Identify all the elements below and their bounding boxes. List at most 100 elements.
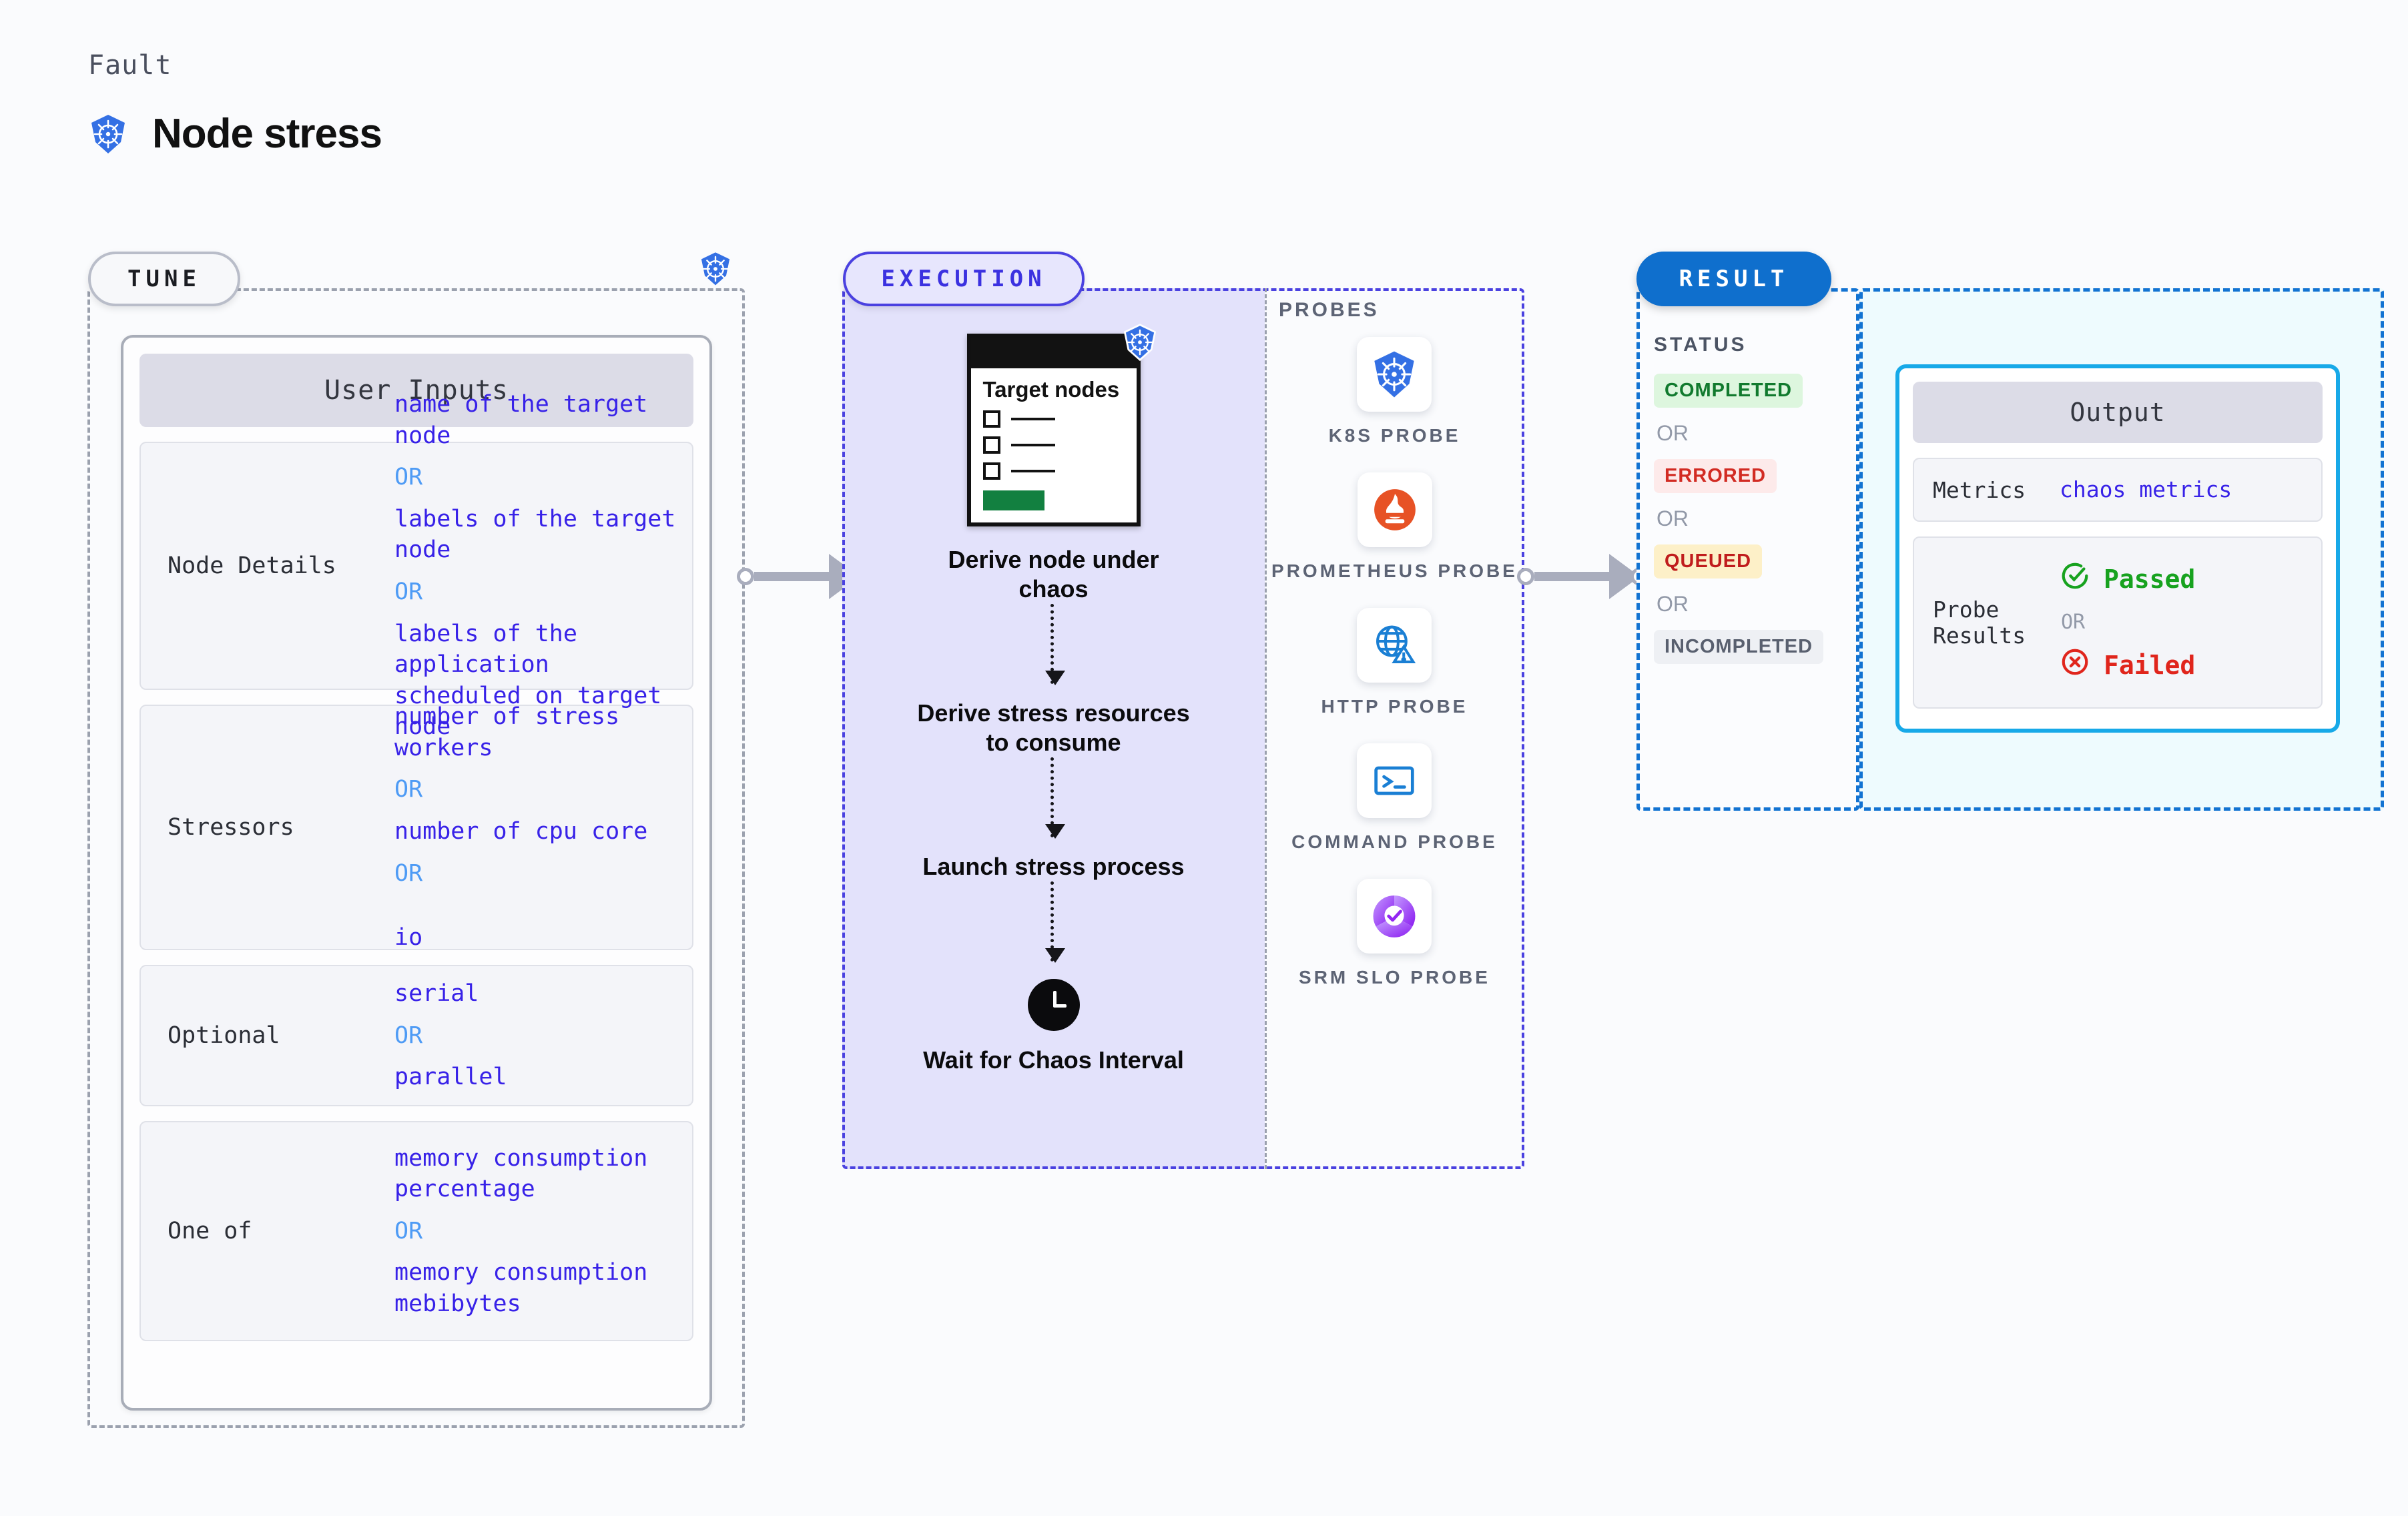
probes-title: PROBES: [1279, 299, 1380, 321]
probe-item-http[interactable]: HTTP PROBE: [1321, 608, 1468, 718]
probe-item-prometheus[interactable]: PROMETHEUS PROBE: [1271, 472, 1518, 583]
execution-flow: Target nodes Derive node under chaos Der…: [842, 324, 1265, 1075]
terminal-icon: [1357, 743, 1432, 818]
line-icon: [1010, 418, 1055, 421]
param-row-stressors: Stressors number of stress workers OR nu…: [139, 703, 693, 951]
probe-result-passed: Passed: [2060, 560, 2309, 599]
execution-pill[interactable]: EXECUTION: [843, 252, 1085, 306]
connector-line: [754, 572, 829, 581]
param-separator: OR: [394, 579, 423, 605]
globe-alert-icon: [1357, 608, 1432, 683]
connector-execution-result: [1517, 554, 1648, 599]
param-value: number of cpu core: [394, 818, 648, 845]
param-values: chaos metrics: [2060, 475, 2309, 504]
kubernetes-icon: [1121, 323, 1159, 365]
flow-arrow: [1045, 881, 1065, 963]
clock-icon: [1027, 978, 1080, 1031]
param-values: name of the target node OR labels of the…: [394, 389, 677, 742]
probe-label: K8S PROBE: [1328, 425, 1461, 446]
output-header: Output: [1913, 382, 2323, 443]
param-key: Stressors: [168, 814, 294, 841]
tune-kubernetes-icon: [696, 250, 735, 292]
tune-panel: [87, 288, 745, 1428]
flow-arrow: [1045, 757, 1065, 839]
probe-label: COMMAND PROBE: [1291, 831, 1498, 852]
card-body: Target nodes: [971, 368, 1137, 522]
param-value: chaos metrics: [2060, 476, 2232, 503]
param-separator: OR: [394, 776, 423, 803]
flow-step-label: Wait for Chaos Interval: [923, 1046, 1184, 1074]
status-separator: OR: [1657, 506, 1689, 530]
probe-label: HTTP PROBE: [1321, 696, 1468, 717]
param-separator: OR: [394, 859, 423, 887]
checkbox-icon: [982, 410, 1000, 428]
status-separator: OR: [1657, 592, 1689, 616]
prometheus-icon: [1357, 472, 1432, 547]
param-value: io: [394, 924, 423, 952]
connector-start-dot: [737, 568, 754, 585]
user-inputs-header: User Inputs: [139, 354, 693, 427]
output-row-metrics: Metrics chaos metrics: [1913, 458, 2323, 522]
status-separator: OR: [1657, 421, 1689, 445]
param-value: memory consumption percentage: [394, 1144, 648, 1203]
list-item: [982, 410, 1125, 428]
probe-result-label: Failed: [2104, 651, 2196, 681]
line-icon: [1010, 470, 1055, 473]
output-card: Output Metrics chaos metrics Probe Resul…: [1895, 364, 2340, 733]
probe-label: PROMETHEUS PROBE: [1271, 560, 1518, 581]
kubernetes-icon: [87, 113, 129, 155]
param-separator: OR: [394, 1217, 423, 1244]
probe-label: SRM SLO PROBE: [1299, 967, 1490, 988]
target-nodes-title: Target nodes: [982, 377, 1120, 402]
connector-line: [1534, 572, 1609, 581]
kubernetes-icon: [1357, 337, 1432, 412]
list-item: [982, 462, 1125, 480]
param-values: serial OR parallel: [394, 978, 677, 1093]
param-key: Node Details: [168, 552, 336, 579]
status-list: STATUS COMPLETED OR ERRORED OR QUEUED OR…: [1654, 334, 1854, 664]
param-value: parallel: [394, 1064, 507, 1091]
spacer: [394, 899, 677, 922]
fault-kicker: Fault: [88, 50, 172, 81]
probe-list: K8S PROBE PROMETHEUS PROBE HTTP PROBE: [1265, 337, 1524, 989]
param-value: number of stress workers: [394, 703, 620, 761]
page-title: Node stress: [152, 111, 382, 157]
result-pill[interactable]: RESULT: [1636, 252, 1831, 306]
param-separator: OR: [394, 464, 423, 491]
param-value: labels of the target node: [394, 505, 676, 564]
param-row-node-details: Node Details name of the target node OR …: [139, 391, 693, 740]
param-values: memory consumption percentage OR memory …: [394, 1143, 677, 1320]
probe-result-failed: Failed: [2060, 647, 2309, 685]
flow-step-label: Derive node under chaos: [948, 546, 1159, 603]
param-key: Metrics: [1933, 476, 2026, 503]
probes-divider: [1265, 288, 1267, 1169]
probe-item-srm-slo[interactable]: SRM SLO PROBE: [1299, 879, 1490, 989]
check-circle-icon: [2060, 560, 2090, 599]
flow-arrow: [1045, 604, 1065, 686]
param-row-optional: Optional serial OR parallel: [139, 965, 693, 1106]
srm-slo-icon: [1357, 879, 1432, 954]
param-key: Probe Results: [1933, 597, 2026, 649]
output-row-probe-results: Probe Results Passed OR Failed: [1913, 536, 2323, 709]
probe-item-command[interactable]: COMMAND PROBE: [1291, 743, 1498, 853]
checkbox-icon: [982, 436, 1000, 454]
param-value: name of the target node: [394, 391, 648, 449]
x-circle-icon: [2060, 647, 2090, 685]
param-values: Passed OR Failed: [2060, 560, 2309, 685]
progress-bar: [982, 490, 1044, 511]
probe-result-label: Passed: [2104, 564, 2196, 595]
execution-panel: [842, 288, 1524, 1169]
param-key: One of: [168, 1218, 252, 1244]
param-value: serial: [394, 980, 479, 1008]
tune-pill[interactable]: TUNE: [88, 252, 240, 306]
param-key: Optional: [168, 1022, 280, 1049]
connector-start-dot: [1517, 568, 1534, 585]
param-value: memory consumption mebibytes: [394, 1259, 648, 1317]
probe-item-k8s[interactable]: K8S PROBE: [1329, 337, 1461, 447]
user-inputs-card: User Inputs Node Details name of the tar…: [121, 335, 712, 1411]
list-item: [982, 436, 1125, 454]
probe-result-separator: OR: [2061, 611, 2086, 635]
param-values: number of stress workers OR number of cp…: [394, 701, 677, 953]
status-badge-queued: QUEUED: [1654, 544, 1763, 579]
status-title: STATUS: [1654, 334, 1747, 356]
